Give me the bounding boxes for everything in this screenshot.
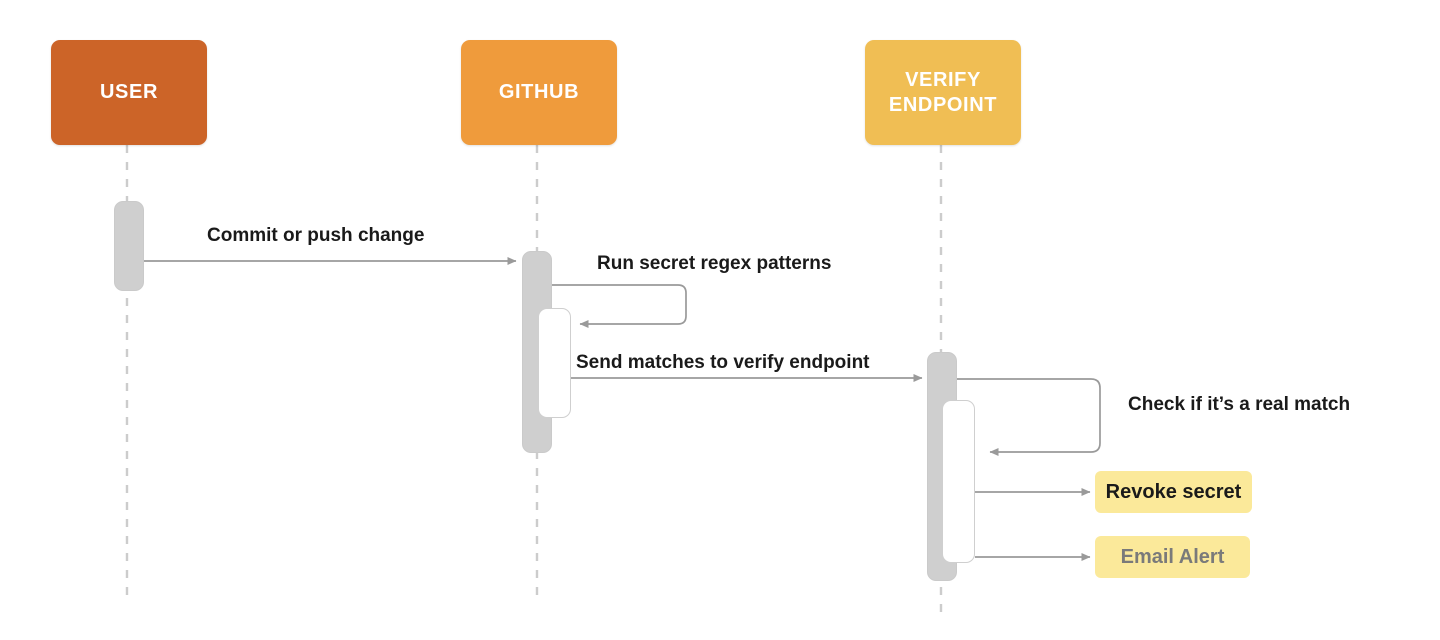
message-label-send-matches: Send matches to verify endpoint: [576, 352, 870, 373]
message-label-run-secret-regex: Run secret regex patterns: [597, 253, 832, 274]
message-label-check-real-match: Check if it’s a real match: [1128, 394, 1351, 415]
participant-verify-endpoint-label-line1: VERIFY: [905, 68, 981, 91]
participant-github[interactable]: GITHUB: [461, 40, 617, 145]
participant-github-label: GITHUB: [498, 81, 580, 104]
activation-bar-verify-endpoint-nested: [942, 400, 975, 563]
activation-bar-github-nested: [538, 308, 571, 418]
participant-verify-endpoint-label-line2: ENDPOINT: [888, 93, 998, 116]
note-revoke-secret-label: Revoke secret: [1105, 480, 1242, 503]
note-email-alert-label: Email Alert: [1120, 545, 1225, 568]
note-email-alert[interactable]: Email Alert: [1095, 536, 1250, 578]
arrow-check-real-match: [957, 378, 1101, 456]
note-revoke-secret[interactable]: Revoke secret: [1095, 471, 1252, 513]
activation-bar-user: [114, 201, 144, 291]
arrow-run-secret-regex: [552, 284, 687, 328]
participant-verify-endpoint[interactable]: VERIFY ENDPOINT: [865, 40, 1021, 145]
participant-user[interactable]: USER: [51, 40, 207, 145]
message-label-commit-or-push: Commit or push change: [207, 225, 425, 246]
participant-user-label: USER: [100, 81, 158, 104]
